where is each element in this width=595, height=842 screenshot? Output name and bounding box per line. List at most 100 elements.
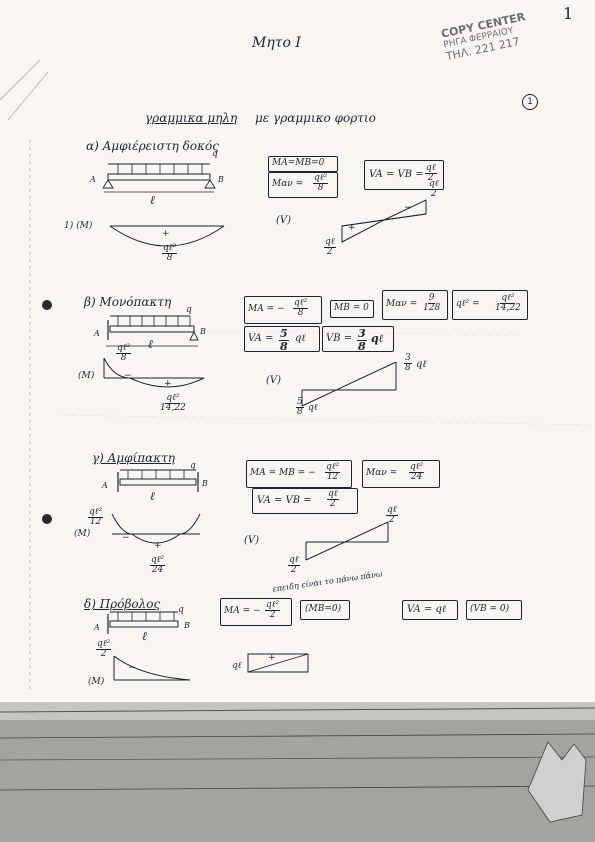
section-b-eq-box-3: Mαν = 9 128 (382, 290, 448, 320)
section-d-eq-box-2: (MB=0) (300, 600, 350, 620)
section-b-span-label: ℓ (148, 337, 153, 351)
section-d-eq-1-pre: MA = − (224, 606, 261, 616)
section-c-span-label: ℓ (150, 489, 155, 503)
heading-left: γραμμικα μηλη (145, 111, 238, 125)
section-c-eq-2-num: qℓ² (409, 462, 425, 474)
section-c-moment-minus: − (122, 533, 130, 543)
section-b-eq-4-den: 14,22 (495, 303, 521, 314)
section-b-beam-diagram (106, 315, 199, 347)
section-b-moment-bottom-den: 14,22 (160, 403, 186, 414)
section-c-eq-1-num: qℓ² (325, 462, 341, 474)
section-c-moment-bottom-num: qℓ² (150, 555, 166, 567)
section-d-beam-diagram (107, 611, 179, 634)
section-a-shear-minus: − (404, 203, 412, 213)
heading-right: με γραμμικο φορτιο (255, 111, 376, 125)
section-a-shear-top-value: qℓ 2 (428, 179, 440, 200)
section-c-moment-bottom-value: qℓ² 24 (150, 555, 166, 576)
section-b-eq-2: MB = 0 (334, 303, 369, 313)
section-a-marker: 1) (M) (64, 221, 93, 231)
section-c-shear-top-value: qℓ 2 (386, 505, 398, 526)
section-b-point-a: A (94, 329, 100, 338)
section-b-shear-top-num: 3 (404, 353, 412, 365)
section-d-eq-1-den: 2 (269, 610, 276, 621)
section-b-title: β) Μονόπακτη (84, 295, 172, 309)
section-a-shear-plus: + (348, 223, 356, 233)
section-b-eq-5-den: 8 (280, 339, 288, 353)
section-a-title: α) Αμφιέρειστη δοκός (86, 139, 219, 153)
section-d-moment-minus: − (128, 663, 136, 673)
section-a-eq-1: MA=MB=0 (272, 158, 325, 168)
binder-hole-bottom (42, 514, 52, 524)
section-a-eq-3-frac: qℓ 2 (425, 163, 437, 184)
section-c-shear-bottom-den: 2 (290, 565, 297, 576)
section-c-title: γ) Αμφίπακτη (92, 451, 175, 465)
section-b-eq-5-post: qℓ (295, 333, 306, 344)
section-c-eq-3-den: 2 (329, 499, 336, 510)
section-a-eq-box-3: VA = VB = qℓ 2 (364, 160, 444, 190)
section-c-moment-top-value: qℓ² 12 (88, 507, 104, 528)
section-b-eq-3-frac: 9 128 (423, 293, 441, 314)
section-b-shear-diagram (301, 361, 397, 407)
section-d-load-label: q (178, 605, 184, 615)
section-b-eq-5-frac: 5 8 (279, 328, 289, 352)
section-b-eq-3-den: 128 (423, 303, 441, 314)
section-c-moment-top-den: 12 (89, 517, 102, 528)
section-b-shear-bottom-num: 5 (296, 397, 304, 409)
section-b-shear-top-post: qℓ (416, 359, 427, 370)
section-a-eq-3-pre: VA = VB = (369, 169, 424, 180)
section-a-eq-2-num: qℓ² (313, 173, 329, 185)
section-c-shear-diagram (305, 521, 389, 561)
section-c-eq-1-frac: qℓ² 12 (325, 462, 341, 483)
section-c-eq-2-den: 24 (410, 472, 423, 483)
section-c-eq-1-pre: MA = MB = − (250, 468, 316, 478)
section-c-eq-3-num: qℓ (327, 489, 339, 501)
section-d-shear-left: qℓ (232, 661, 242, 671)
section-a-moment-den: 8 (166, 253, 173, 264)
section-c-moment-diagram (111, 513, 201, 544)
section-a-moment-value: qℓ² 8 (162, 243, 178, 264)
section-a-beam-diagram (102, 163, 216, 193)
section-c-moment-top-num: qℓ² (88, 507, 104, 519)
section-b-eq-5-num: 5 (279, 327, 289, 341)
section-d-shear-diagram (247, 653, 309, 673)
section-d-eq-box-1: MA = − qℓ² 2 (220, 598, 292, 626)
section-a-shear-top-num: qℓ (428, 179, 440, 191)
section-a-shear-label: (V) (276, 215, 292, 226)
section-a-eq-2-frac: qℓ² 8 (313, 173, 329, 194)
section-b-eq-6-den: 8 (358, 339, 366, 353)
section-a-point-b: B (218, 175, 224, 184)
section-a-moment-num: qℓ² (162, 243, 178, 255)
section-c-eq-1-den: 12 (326, 472, 339, 483)
section-a-moment-sign: + (162, 229, 170, 239)
section-d-point-b: B (184, 621, 190, 630)
section-d-moment-value: qℓ² 2 (96, 639, 112, 660)
section-b-eq-4-frac: qℓ² 14,22 (495, 293, 521, 314)
section-d-eq-box-3: VA = qℓ (402, 600, 458, 620)
section-b-eq-1-frac: qℓ² 8 (293, 298, 309, 319)
section-d-title: δ) Πρόβολος (84, 597, 161, 611)
section-a-eq-box-2: Mαν = qℓ² 8 (268, 172, 338, 198)
section-b-eq-4-pre: qℓ² = (456, 299, 480, 309)
section-b-load-label: q (186, 305, 192, 315)
section-c-beam-diagram (117, 469, 199, 492)
section-d-eq-1-num: qℓ² (265, 600, 281, 612)
section-a-shear-bottom-num: qℓ (324, 237, 336, 249)
section-c-shear-label: (V) (244, 535, 260, 546)
section-b-moment-bottom-value: qℓ² 14,22 (160, 393, 186, 414)
section-c-shear-top-num: qℓ (386, 505, 398, 517)
section-c-eq-3-frac: qℓ 2 (327, 489, 339, 510)
section-b-shear-label: (V) (266, 375, 282, 386)
section-b-eq-1-den: 8 (297, 308, 304, 319)
section-c-shear-top-den: 2 (388, 515, 395, 526)
section-b-moment-bottom-num: qℓ² (165, 393, 181, 405)
section-b-marker: (M) (78, 371, 95, 381)
section-d-point-a: A (94, 623, 100, 632)
section-d-moment-diagram (113, 655, 191, 681)
section-b-eq-6-pre: VB = (326, 333, 353, 344)
section-d-eq-1-frac: qℓ² 2 (265, 600, 281, 621)
section-b-moment-minus: − (124, 371, 132, 381)
section-b-shear-bottom-value: 5 8 (296, 397, 304, 418)
section-b-eq-1-num: qℓ² (293, 298, 309, 310)
